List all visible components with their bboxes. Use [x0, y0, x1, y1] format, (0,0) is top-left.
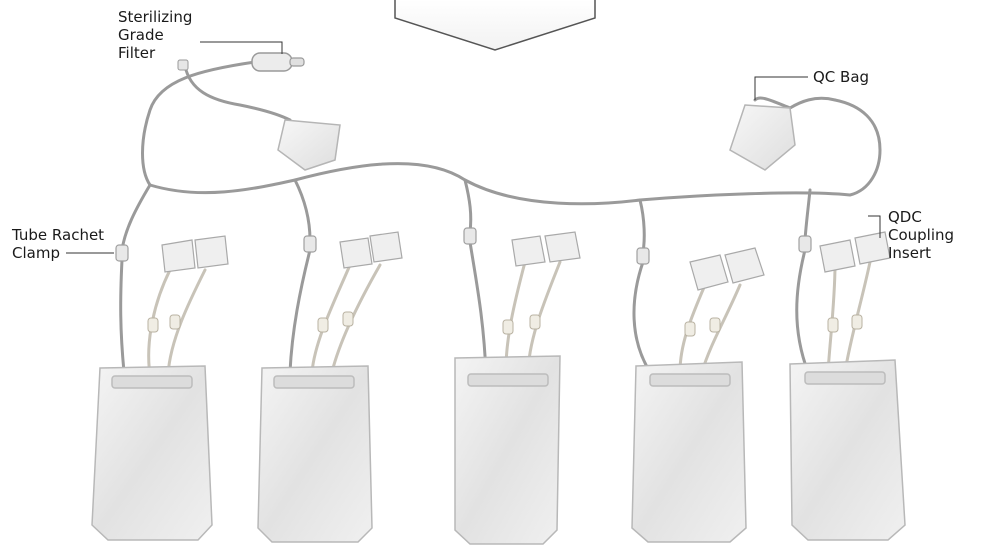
- sample-bag-icon: [278, 120, 340, 170]
- qdc-label-line-2: Coupling: [888, 226, 954, 244]
- sterilizing-filter-label: Sterilizing Grade Filter: [118, 8, 192, 62]
- qc-bag-callout-line: [755, 77, 808, 100]
- qdc-coupling-insert-label: QDC Coupling Insert: [888, 208, 954, 262]
- qdc-label-line-3: Insert: [888, 244, 954, 262]
- storage-bag-1: [92, 366, 212, 540]
- filter-capsule-icon: [178, 53, 304, 71]
- qdc-label-line-1: QDC: [888, 208, 954, 226]
- storage-bag-5: [790, 360, 905, 540]
- tube-connectors: [148, 312, 862, 336]
- tube-clamp-label: Tube Rachet Clamp: [12, 226, 104, 262]
- storage-bag-icon: [92, 356, 905, 544]
- storage-bag-3: [455, 356, 560, 544]
- sterilizing-filter-label-line-2: Grade: [118, 26, 192, 44]
- sterilizing-filter-label-line-1: Sterilizing: [118, 8, 192, 26]
- tube-clamp-label-line-1: Tube Rachet: [12, 226, 104, 244]
- storage-bag-2: [258, 366, 372, 542]
- coupling-insert-icon: [162, 232, 890, 290]
- top-pointer-shape: [395, 0, 595, 50]
- tube-clamp-label-line-2: Clamp: [12, 244, 104, 262]
- sterilizing-filter-label-line-3: Filter: [118, 44, 192, 62]
- filter-callout-line: [200, 42, 282, 54]
- qc-bag-label: QC Bag: [813, 68, 869, 86]
- storage-bag-4: [632, 362, 746, 542]
- qc-bag-icon: [730, 105, 795, 170]
